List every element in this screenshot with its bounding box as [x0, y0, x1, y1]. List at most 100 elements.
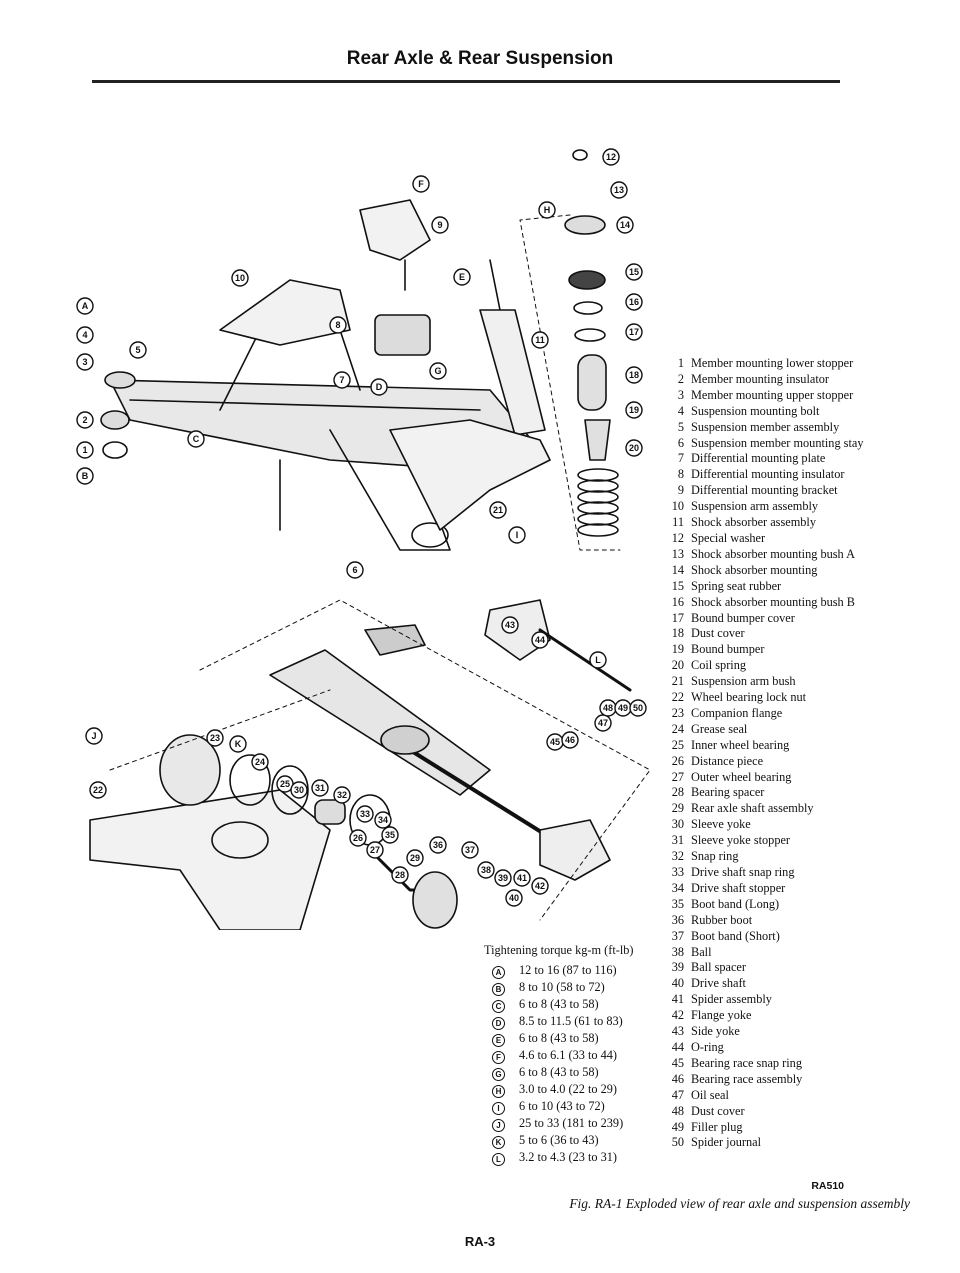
svg-text:42: 42 [535, 881, 545, 891]
svg-text:K: K [235, 739, 242, 749]
svg-text:E: E [459, 272, 465, 282]
part-number: 30 [671, 817, 684, 832]
part-number: 21 [671, 674, 684, 689]
part-number: 15 [671, 578, 684, 593]
part-name: O-ring [691, 1039, 724, 1054]
svg-text:3: 3 [82, 357, 87, 367]
callout-3: 3 [76, 353, 94, 371]
callout-37: 37 [461, 841, 479, 859]
part-name: Distance piece [691, 753, 764, 768]
page-header: Rear Axle & Rear Suspension [346, 48, 614, 69]
callout-5: 5 [129, 341, 147, 359]
svg-text:11: 11 [535, 335, 545, 345]
part-name: Boot band (Short) [691, 928, 780, 943]
svg-text:I: I [516, 530, 519, 540]
part-name: Bound bumper cover [691, 610, 795, 625]
svg-text:C: C [193, 434, 200, 444]
part-number: 23 [671, 705, 684, 720]
svg-text:2: 2 [82, 415, 87, 425]
part-number: 29 [671, 801, 684, 816]
callout-40: 40 [505, 889, 523, 907]
part-number: 43 [671, 1024, 684, 1039]
part-number: 19 [671, 642, 684, 657]
svg-text:25: 25 [280, 779, 290, 789]
torque-row: J 25 to 33 (181 to 239) [484, 1115, 684, 1132]
callout-J: J [85, 727, 103, 745]
part-number: 39 [671, 960, 684, 975]
svg-text:43: 43 [505, 620, 515, 630]
part-name: Sleeve yoke [691, 817, 751, 832]
part-name: Shock absorber mounting bush A [691, 546, 855, 561]
torque-value: 12 to 16 (87 to 116) [519, 963, 617, 977]
exploded-view-diagram: 1 2 3 4 5 6 7 8 9 10 11 12 13 14 15 16 1… [76, 148, 650, 930]
part-number: 20 [671, 658, 684, 673]
svg-text:49: 49 [618, 703, 628, 713]
torque-value: 3.2 to 4.3 (23 to 31) [519, 1150, 618, 1164]
callout-39: 39 [494, 869, 512, 887]
part-number: 35 [671, 896, 684, 911]
callout-I: I [508, 526, 526, 544]
part-number: 10 [671, 499, 684, 514]
part-number: 40 [671, 976, 684, 991]
svg-text:G: G [434, 366, 441, 376]
part-number: 34 [671, 880, 684, 895]
callout-H: H [538, 201, 556, 219]
part-number: 14 [671, 562, 684, 577]
callout-11: 11 [531, 331, 549, 349]
part-number: 48 [671, 1103, 684, 1118]
callout-45: 45 [546, 733, 564, 751]
callout-9: 9 [431, 216, 449, 234]
callout-A: A [76, 297, 94, 315]
callout-33: 33 [356, 805, 374, 823]
torque-letter-badge: E [492, 1034, 505, 1047]
part-number: 47 [671, 1087, 684, 1102]
svg-text:50: 50 [633, 703, 643, 713]
svg-text:45: 45 [550, 737, 560, 747]
callout-28: 28 [391, 866, 409, 884]
header-rule [92, 80, 840, 83]
svg-text:A: A [82, 301, 89, 311]
svg-text:20: 20 [629, 443, 639, 453]
part-name: Spring seat rubber [691, 578, 782, 593]
torque-letter-badge: B [492, 983, 505, 996]
part-number: 38 [671, 944, 684, 959]
callout-1: 1 [76, 441, 94, 459]
callout-46: 46 [561, 731, 579, 749]
part-number: 32 [671, 849, 684, 864]
part-number: 9 [677, 483, 684, 498]
part-number: 3 [677, 387, 684, 402]
part-name: Spider journal [691, 1135, 762, 1150]
svg-text:18: 18 [629, 370, 639, 380]
part-name: Filler plug [691, 1119, 743, 1134]
torque-row: A 12 to 16 (87 to 116) [484, 962, 684, 979]
part-number: 50 [671, 1135, 684, 1150]
part-number: 46 [671, 1071, 684, 1086]
part-name: Suspension arm assembly [691, 499, 819, 514]
callout-42: 42 [531, 877, 549, 895]
torque-letter-badge: J [492, 1119, 505, 1132]
svg-text:10: 10 [235, 273, 245, 283]
part-number: 6 [677, 435, 684, 450]
part-number: 18 [671, 626, 684, 641]
torque-value: 25 to 33 (181 to 239) [519, 1116, 624, 1130]
part-name: Spider assembly [691, 992, 772, 1007]
torque-letter-badge: D [492, 1017, 505, 1030]
svg-text:5: 5 [135, 345, 140, 355]
torque-letter-badge: A [492, 966, 505, 979]
